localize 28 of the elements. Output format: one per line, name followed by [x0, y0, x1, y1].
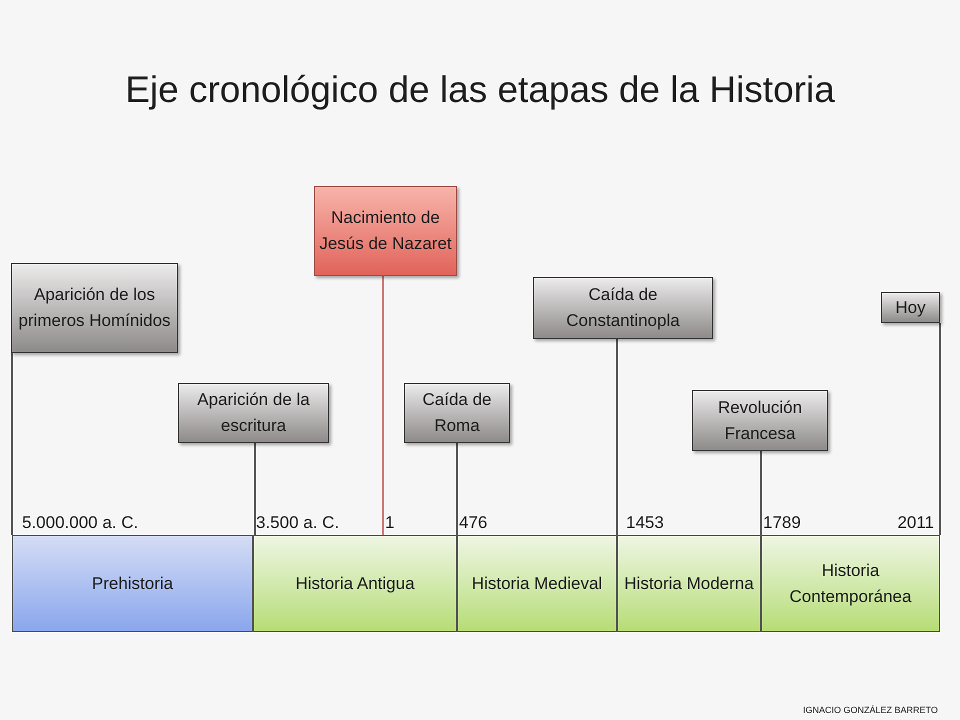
era-band: Historia Moderna	[617, 535, 761, 632]
event-box: Aparición de los primeros Homínidos	[11, 263, 178, 353]
year-label: 5.000.000 a. C.	[22, 513, 138, 533]
year-label: 476	[459, 513, 488, 533]
year-label: 1453	[626, 513, 664, 533]
event-box: Caída de Roma	[404, 383, 510, 443]
year-label: 3.500 a. C.	[256, 513, 340, 533]
era-band: Prehistoria	[12, 535, 253, 632]
year-label: 1	[385, 513, 394, 533]
year-label: 2011	[897, 513, 934, 533]
event-box: Aparición de la escritura	[178, 383, 329, 443]
author-credit: IGNACIO GONZÁLEZ BARRETO	[803, 704, 938, 716]
era-band: Historia Medieval	[457, 535, 617, 632]
title: Eje cronológico de las etapas de la Historia	[124, 68, 836, 112]
leader-line	[456, 443, 458, 535]
leader-line	[382, 276, 384, 535]
event-box: Caída de Constantinopla	[533, 277, 713, 339]
era-band: Historia Antigua	[253, 535, 457, 632]
leader-line	[616, 339, 618, 535]
year-label: 1789	[763, 513, 801, 533]
leader-line	[939, 323, 941, 535]
era-band: Historia Contemporánea	[761, 535, 940, 632]
event-box: Nacimiento de Jesús de Nazaret	[314, 186, 457, 276]
event-box: Revolución Francesa	[692, 390, 828, 451]
leader-line	[11, 353, 13, 535]
leader-line	[254, 443, 256, 535]
leader-line	[760, 451, 762, 535]
event-box: Hoy	[881, 292, 940, 323]
